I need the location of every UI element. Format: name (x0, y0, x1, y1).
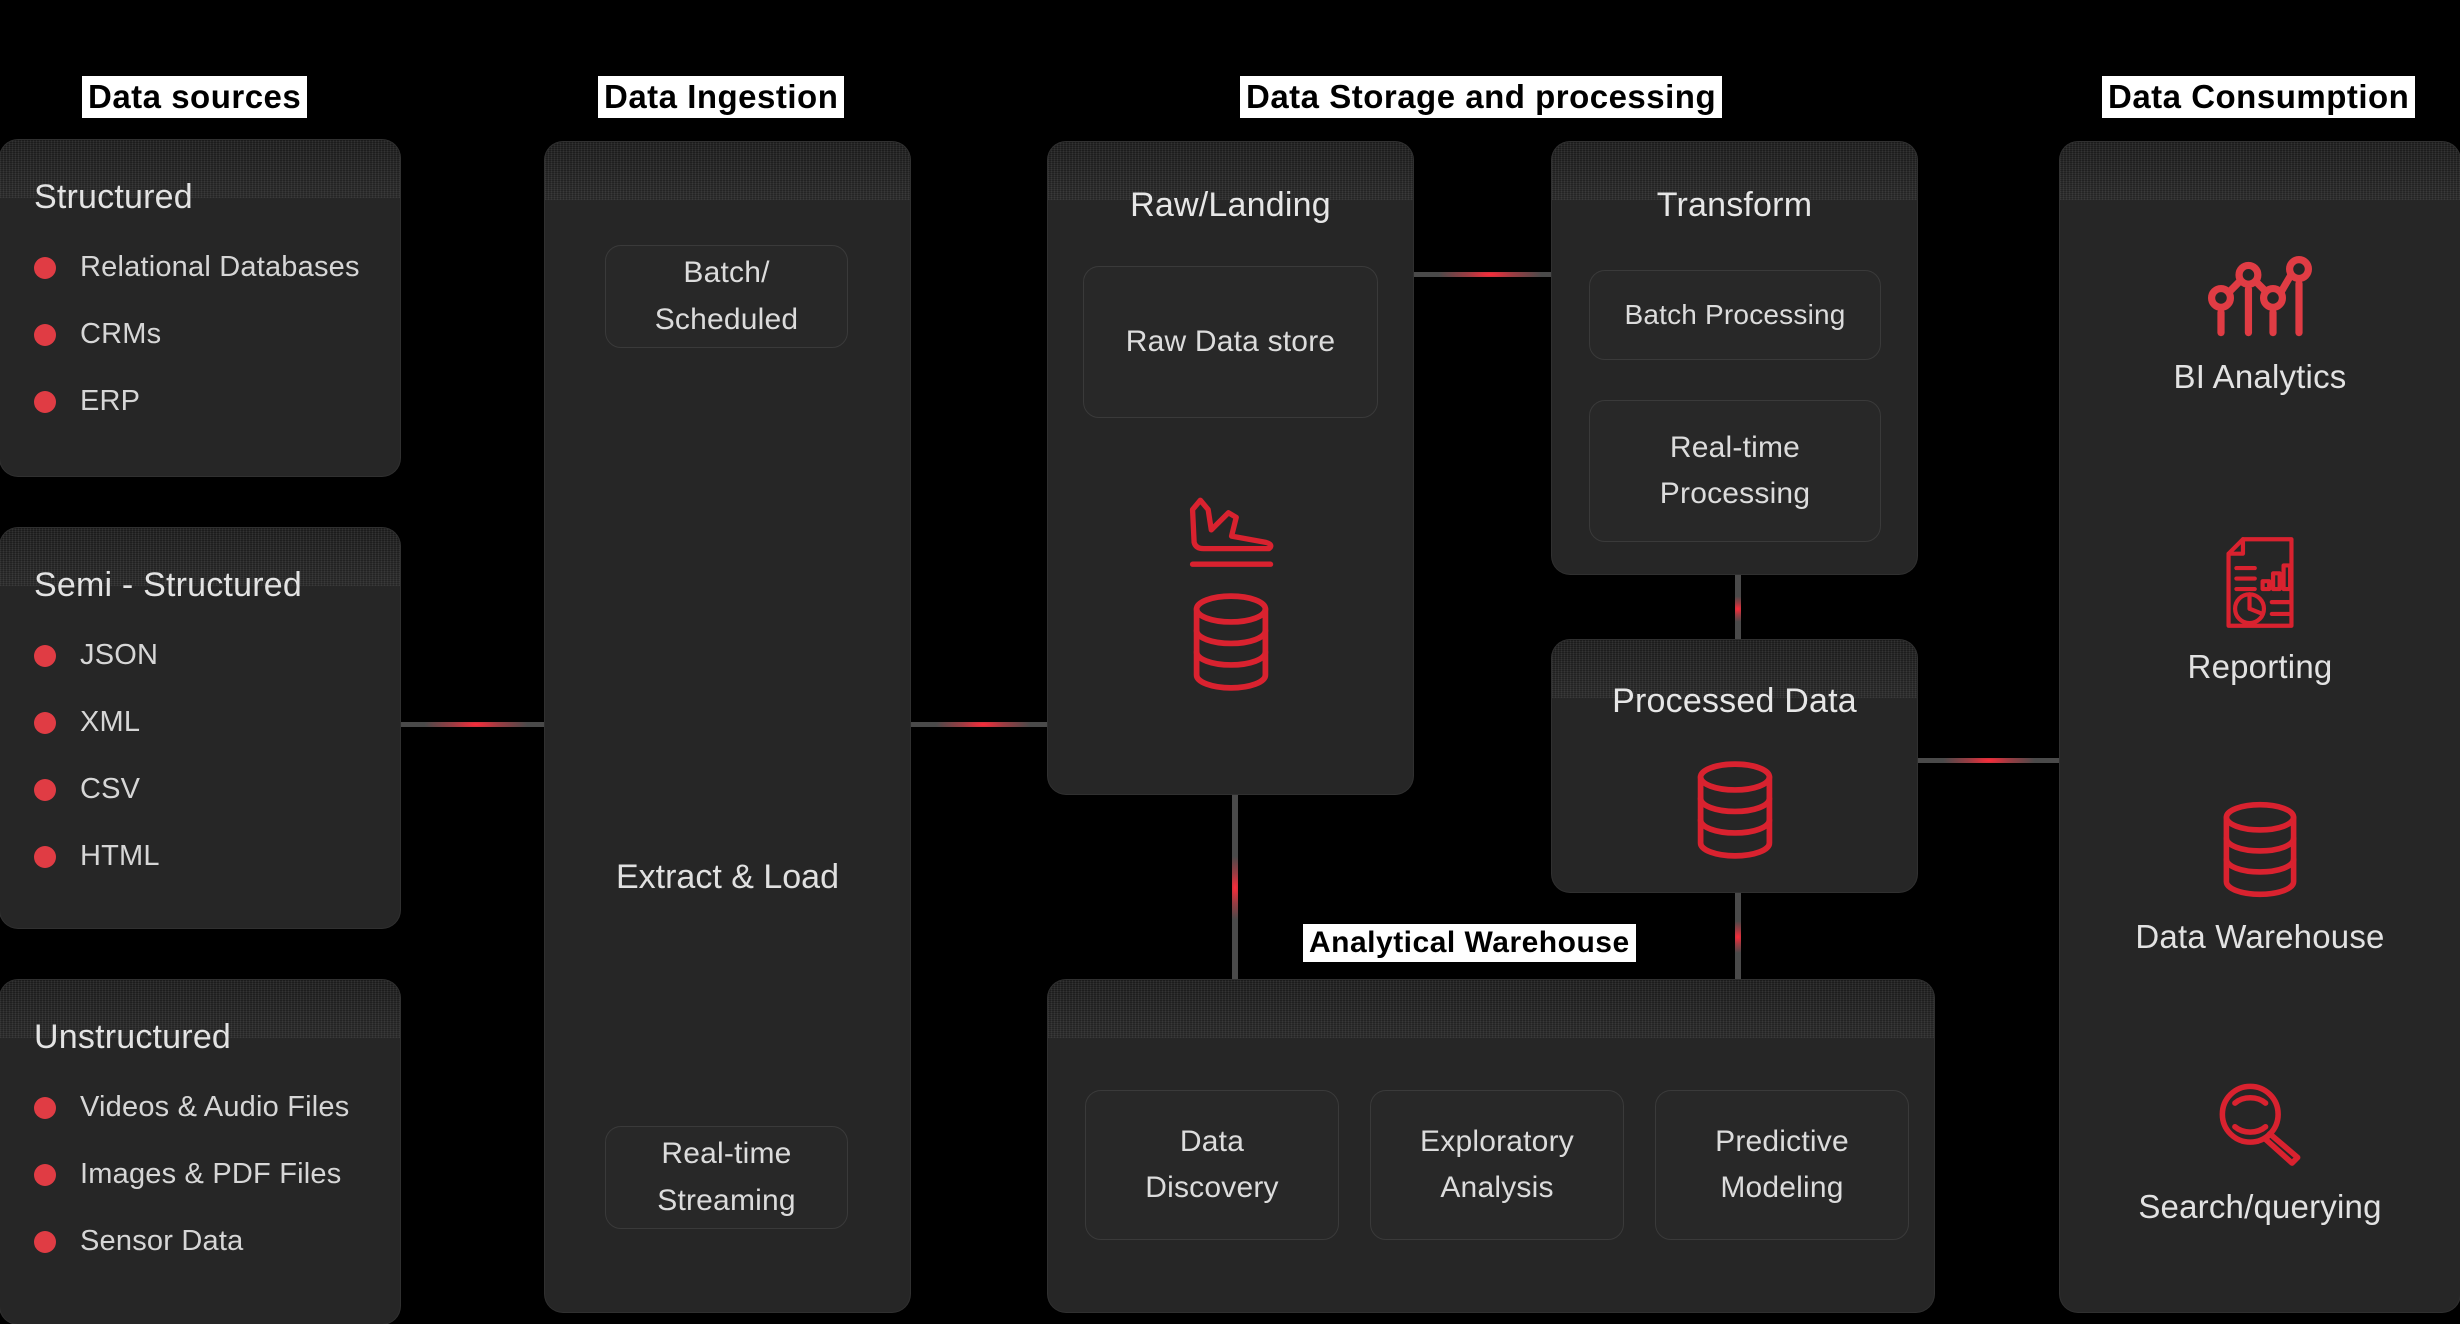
source-card-title: Structured (34, 178, 193, 216)
processed-data-card[interactable]: Processed Data (1552, 640, 1917, 892)
warehouse-tile-data-discovery[interactable]: Data Discovery (1085, 1090, 1339, 1240)
bar-chart-line-icon (2060, 230, 2460, 340)
raw-landing-card[interactable]: Raw/Landing Raw Data store (1048, 142, 1413, 794)
source-card-title: Semi - Structured (34, 566, 302, 604)
consumption-item-label: Search/querying (2138, 1188, 2382, 1225)
analytical-warehouse-header: Analytical Warehouse (1303, 924, 1636, 963)
connector-raw-to-transform (1410, 272, 1570, 277)
batch-scheduled-line1: Batch/ (683, 256, 770, 289)
real-time-processing-line1: Real-time (1669, 430, 1801, 464)
consumption-item-data-warehouse[interactable]: Data Warehouse (2060, 790, 2460, 956)
list-item[interactable]: CSV (34, 773, 400, 806)
batch-processing-box[interactable]: Batch Processing (1589, 270, 1881, 360)
consumption-card[interactable]: BI Analytics Reporting (2060, 142, 2460, 1312)
list-item-label: CRMs (80, 318, 162, 350)
consumption-item-label: BI Analytics (2173, 358, 2347, 395)
connector-transform-to-processed (1735, 570, 1741, 648)
bullet-dot-icon (34, 644, 56, 667)
list-item[interactable]: ERP (34, 385, 400, 418)
real-time-streaming-line1: Real-time (661, 1137, 792, 1170)
transform-title: Transform (1656, 186, 1813, 224)
consumption-item-label: Reporting (2187, 648, 2333, 685)
list-item[interactable]: Videos & Audio Files (34, 1091, 400, 1124)
real-time-processing-line2: Processing (1659, 477, 1811, 510)
column-header-data-storage-and-processing: Data Storage and processing (1240, 76, 1723, 118)
connector-sources-to-ingestion (396, 722, 556, 727)
warehouse-tile-predictive-modeling[interactable]: Predictive Modeling (1655, 1090, 1909, 1240)
raw-data-store-label: Raw Data store (1125, 324, 1336, 358)
source-card-structured[interactable]: Structured Relational Databases CRMs ERP (0, 140, 400, 476)
source-card-items: Videos & Audio Files Images & PDF Files … (34, 1091, 400, 1258)
source-card-items: JSON XML CSV HTML (34, 639, 400, 873)
bullet-dot-icon (34, 323, 56, 346)
list-item-label: Videos & Audio Files (80, 1091, 350, 1123)
database-icon (1692, 758, 1778, 862)
batch-scheduled-line2: Scheduled (654, 302, 799, 336)
connector-ingestion-to-raw-landing (910, 722, 1056, 727)
bullet-dot-icon (34, 711, 56, 734)
magnifier-icon (2060, 1060, 2460, 1170)
ingestion-card[interactable]: Batch/ Scheduled Extract & Load Real-tim… (545, 142, 910, 1312)
connector-processed-to-warehouse (1735, 888, 1741, 986)
connector-raw-to-warehouse (1232, 790, 1238, 986)
column-header-data-consumption: Data Consumption (2102, 76, 2416, 118)
analytical-warehouse-card[interactable]: Data Discovery Exploratory Analysis Pred… (1048, 980, 1934, 1312)
real-time-processing-box[interactable]: Real-time Processing (1589, 400, 1881, 542)
consumption-item-reporting[interactable]: Reporting (2060, 520, 2460, 686)
real-time-streaming-box[interactable]: Real-time Streaming (605, 1126, 848, 1229)
bullet-dot-icon (34, 256, 56, 279)
list-item[interactable]: HTML (34, 840, 400, 873)
database-icon (2060, 790, 2460, 900)
list-item-label: Sensor Data (80, 1225, 244, 1257)
consumption-item-bi-analytics[interactable]: BI Analytics (2060, 230, 2460, 396)
tile-line1: Predictive (1715, 1124, 1849, 1158)
list-item[interactable]: CRMs (34, 318, 400, 351)
raw-data-store-box[interactable]: Raw Data store (1083, 266, 1378, 418)
raw-landing-title: Raw/Landing (1130, 186, 1331, 224)
list-item-label: Images & PDF Files (80, 1158, 342, 1190)
list-item-label: XML (80, 706, 141, 738)
list-item[interactable]: XML (34, 706, 400, 739)
source-card-items: Relational Databases CRMs ERP (34, 251, 400, 418)
consumption-item-search-querying[interactable]: Search/querying (2060, 1060, 2460, 1226)
column-header-data-sources: Data sources (82, 76, 308, 118)
batch-processing-label: Batch Processing (1624, 299, 1846, 331)
plane-landing-icon (1180, 494, 1280, 572)
tile-line1: Data (1179, 1124, 1245, 1158)
list-item-label: JSON (80, 639, 159, 671)
connector-processed-to-consumption (1918, 758, 2060, 763)
transform-card[interactable]: Transform Batch Processing Real-time Pro… (1552, 142, 1917, 574)
bullet-dot-icon (34, 1230, 56, 1253)
batch-scheduled-box[interactable]: Batch/ Scheduled (605, 245, 848, 348)
tile-line2: Analysis (1440, 1171, 1554, 1204)
database-icon (1188, 590, 1274, 694)
bullet-dot-icon (34, 1096, 56, 1119)
bullet-dot-icon (34, 1163, 56, 1186)
bullet-dot-icon (34, 390, 56, 413)
list-item[interactable]: JSON (34, 639, 400, 672)
list-item-label: CSV (80, 773, 141, 805)
source-card-semi-structured[interactable]: Semi - Structured JSON XML CSV HTML (0, 528, 400, 928)
source-card-title: Unstructured (34, 1018, 232, 1056)
tile-line1: Exploratory (1420, 1124, 1574, 1158)
real-time-streaming-line2: Streaming (657, 1183, 796, 1217)
report-document-icon (2060, 520, 2460, 630)
tile-line2: Modeling (1720, 1171, 1844, 1204)
list-item[interactable]: Relational Databases (34, 251, 400, 284)
list-item-label: ERP (80, 385, 141, 417)
list-item[interactable]: Sensor Data (34, 1225, 400, 1258)
list-item[interactable]: Images & PDF Files (34, 1158, 400, 1191)
column-header-data-ingestion: Data Ingestion (598, 76, 845, 118)
extract-and-load-label: Extract & Load (615, 858, 839, 896)
tile-line2: Discovery (1145, 1171, 1279, 1204)
warehouse-tile-exploratory-analysis[interactable]: Exploratory Analysis (1370, 1090, 1624, 1240)
bullet-dot-icon (34, 778, 56, 801)
processed-data-title: Processed Data (1612, 682, 1857, 720)
bullet-dot-icon (34, 845, 56, 868)
source-card-unstructured[interactable]: Unstructured Videos & Audio Files Images… (0, 980, 400, 1324)
list-item-label: Relational Databases (80, 251, 360, 283)
consumption-item-label: Data Warehouse (2135, 918, 2385, 955)
list-item-label: HTML (80, 840, 160, 872)
